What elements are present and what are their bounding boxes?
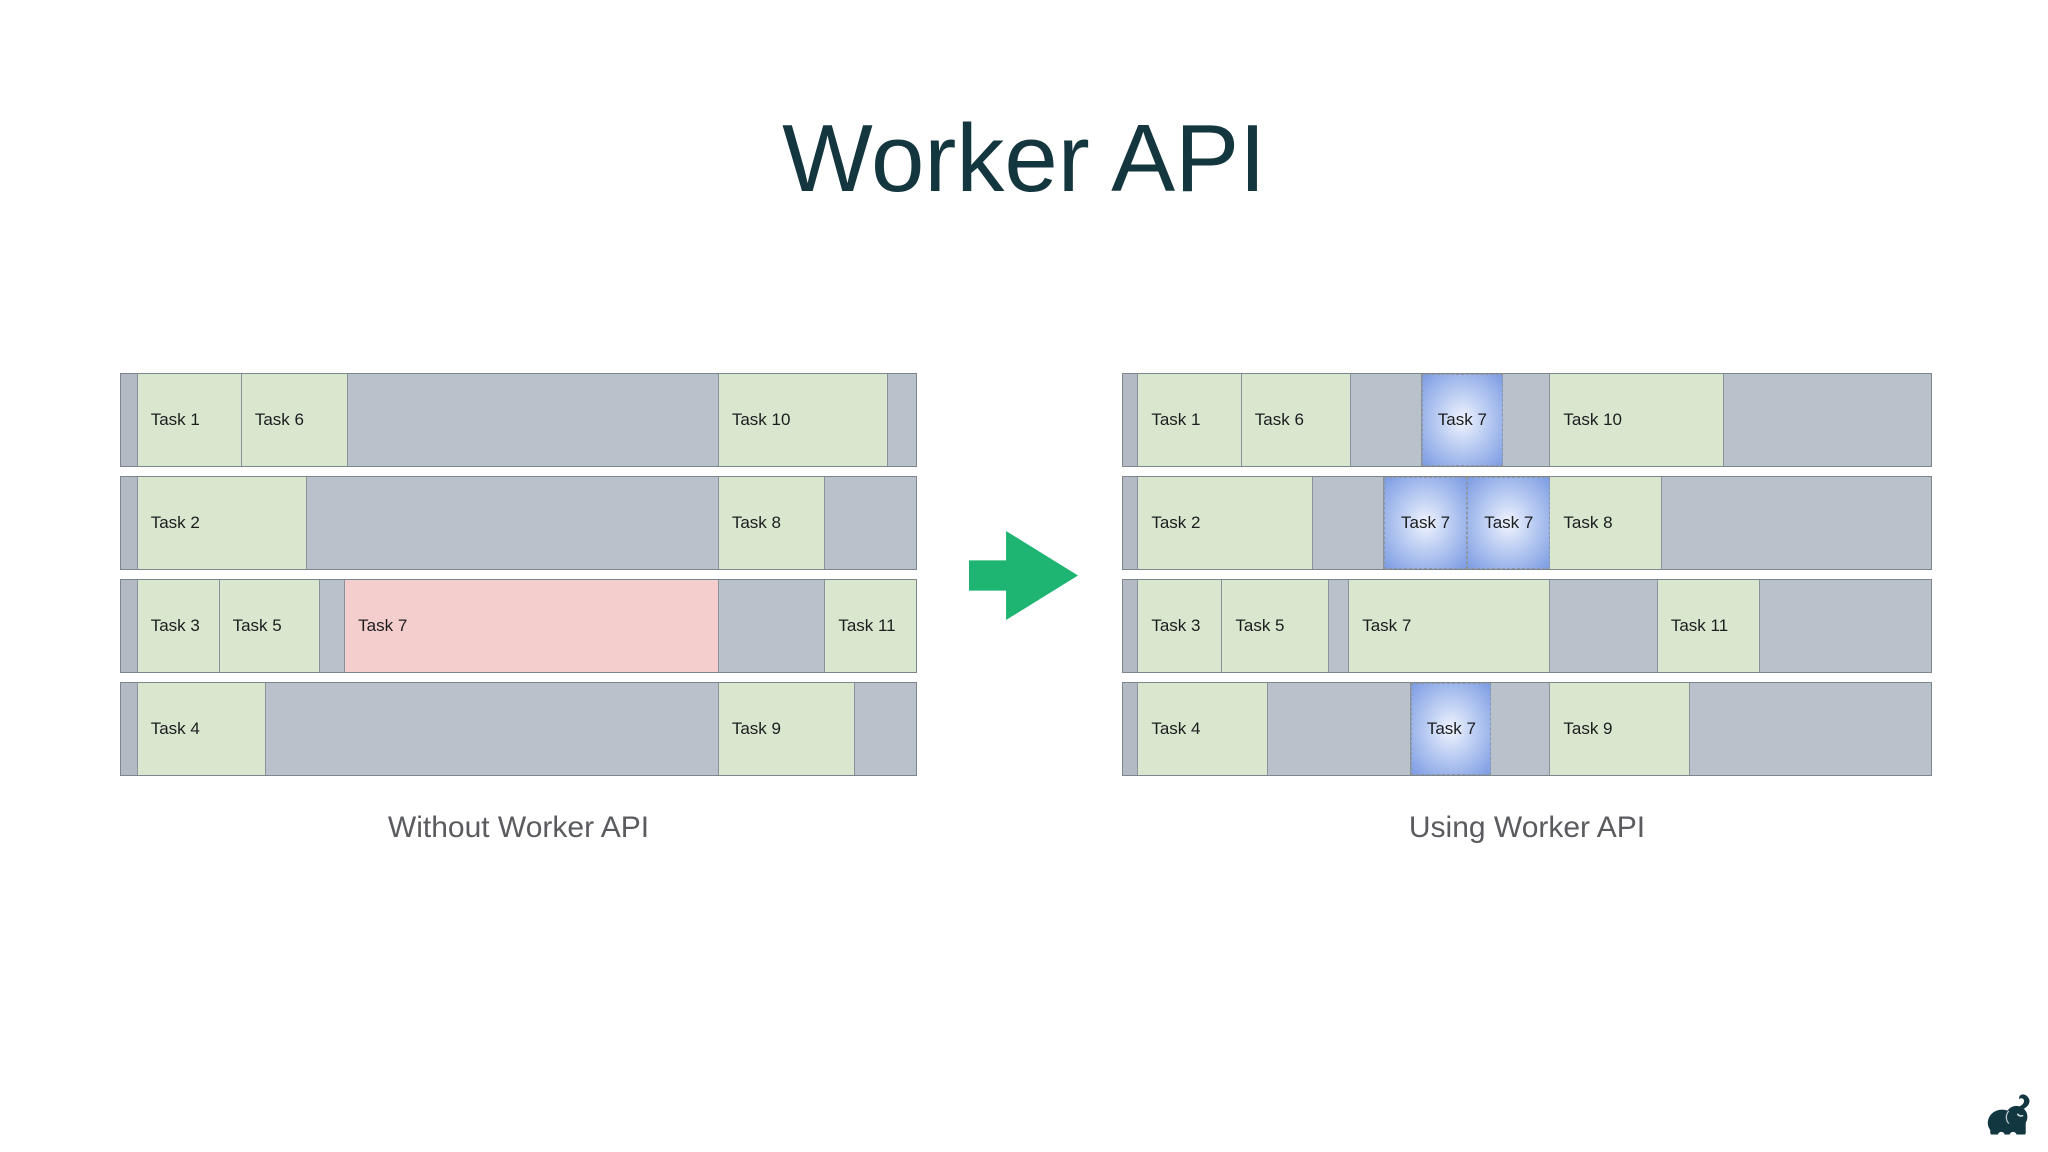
task-label: Task 3 [150, 616, 200, 635]
task-label: Task 7 [1437, 410, 1487, 429]
task-label: Task 2 [150, 513, 200, 532]
row-start-strip [121, 683, 138, 775]
task-block: Task 10 [1550, 374, 1725, 466]
scheduler-row: Task 4 Task 7 Task 9 [1122, 682, 1932, 776]
row-start-strip [1123, 580, 1139, 672]
row-start-strip [1123, 477, 1139, 569]
task-block: Task 8 [718, 477, 825, 569]
task-label: Task 2 [1151, 513, 1201, 532]
task-label: Task 7 [1400, 513, 1451, 532]
task-block: Task 9 [718, 683, 855, 775]
task-label: Task 1 [1151, 410, 1201, 429]
task-block: Task 11 [1657, 580, 1761, 672]
idle-gap-block [1491, 683, 1551, 775]
task-block: Task 1 [137, 374, 242, 466]
worker-task-block: Task 7 [1383, 477, 1468, 569]
task-block: Task 5 [219, 580, 320, 672]
idle-gap-block [888, 374, 916, 466]
task-block: Task 7 [1349, 580, 1551, 672]
mammoth-elephant-logo-icon [1981, 1089, 2035, 1143]
task-label: Task 7 [1484, 513, 1534, 532]
task-label: Task 8 [731, 513, 781, 532]
page-title: Worker API [782, 105, 1266, 212]
task-label: Task 8 [1563, 513, 1613, 532]
task-label: Task 10 [731, 410, 791, 429]
task-block: Task 6 [241, 374, 349, 466]
idle-gap-block [319, 580, 346, 672]
task-label: Task 7 [1426, 719, 1476, 738]
idle-gap-block [1502, 374, 1551, 466]
task-label: Task 7 [1362, 616, 1412, 635]
task-label: Task 5 [1235, 616, 1285, 635]
task-label: Task 4 [1151, 719, 1201, 738]
task-block: Task 2 [1138, 477, 1313, 569]
task-label: Task 7 [358, 616, 408, 635]
row-start-strip [121, 374, 138, 466]
row-start-strip [1123, 374, 1139, 466]
task-block: Task 8 [1550, 477, 1662, 569]
scheduler-row: Task 2 Task 7 Task 7 Task 8 [1122, 476, 1932, 570]
task-label: Task 5 [232, 616, 282, 635]
task-label: Task 4 [150, 719, 200, 738]
scheduler-row: Task 1 Task 6 Task 7 Task 10 [1122, 373, 1932, 467]
row-start-strip [1123, 683, 1139, 775]
scheduler-row: Task 3 Task 5 Task 7 Task 11 [120, 579, 917, 673]
right-arrow-icon [969, 531, 1078, 620]
task-block: Task 3 [137, 580, 220, 672]
worker-task-block: Task 7 [1411, 683, 1492, 775]
scheduler-row: Task 1 Task 6 Task 10 [120, 373, 917, 467]
task-label: Task 1 [150, 410, 200, 429]
idle-gap-block [265, 683, 719, 775]
scheduler-row: Task 4 Task 9 [120, 682, 917, 776]
scheduler-row: Task 3 Task 5 Task 7 Task 11 [1122, 579, 1932, 673]
idle-gap-block [854, 683, 916, 775]
task-label: Task 6 [1254, 410, 1304, 429]
idle-gap-block [1690, 683, 1931, 775]
task-label: Task 9 [731, 719, 781, 738]
idle-gap-block [1760, 580, 1931, 672]
idle-gap-block [1329, 580, 1350, 672]
task-block: Task 4 [137, 683, 266, 775]
task-block: Task 11 [825, 580, 916, 672]
task-block: Task 3 [1138, 580, 1223, 672]
task-label: Task 3 [1151, 616, 1201, 635]
task-label: Task 9 [1563, 719, 1613, 738]
task-label: Task 11 [1670, 616, 1729, 635]
blocked-task-block: Task 7 [345, 580, 719, 672]
task-block: Task 6 [1241, 374, 1351, 466]
task-block: Task 5 [1222, 580, 1330, 672]
idle-gap-block [718, 580, 826, 672]
row-start-strip [121, 477, 138, 569]
task-label: Task 6 [254, 410, 304, 429]
task-label: Task 10 [1563, 410, 1622, 429]
task-block: Task 2 [137, 477, 308, 569]
worker-task-block: Task 7 [1467, 477, 1551, 569]
task-block: Task 10 [718, 374, 889, 466]
idle-gap-block [1724, 374, 1931, 466]
task-label: Task 11 [838, 616, 896, 635]
idle-gap-block [824, 477, 916, 569]
idle-gap-block [307, 477, 719, 569]
idle-gap-block [1661, 477, 1931, 569]
row-start-strip [121, 580, 138, 672]
idle-gap-block [1267, 683, 1412, 775]
task-block: Task 9 [1550, 683, 1691, 775]
scheduler-row: Task 2 Task 8 [120, 476, 917, 570]
idle-gap-block [348, 374, 719, 466]
idle-gap-block [1550, 580, 1658, 672]
idle-gap-block [1350, 374, 1422, 466]
idle-gap-block [1312, 477, 1384, 569]
diagram-caption-left: Without Worker API [387, 811, 650, 844]
task-block: Task 4 [1138, 683, 1268, 775]
task-block: Task 1 [1138, 374, 1242, 466]
diagram-caption-right: Using Worker API [1408, 811, 1646, 844]
worker-task-block: Task 7 [1421, 374, 1503, 466]
